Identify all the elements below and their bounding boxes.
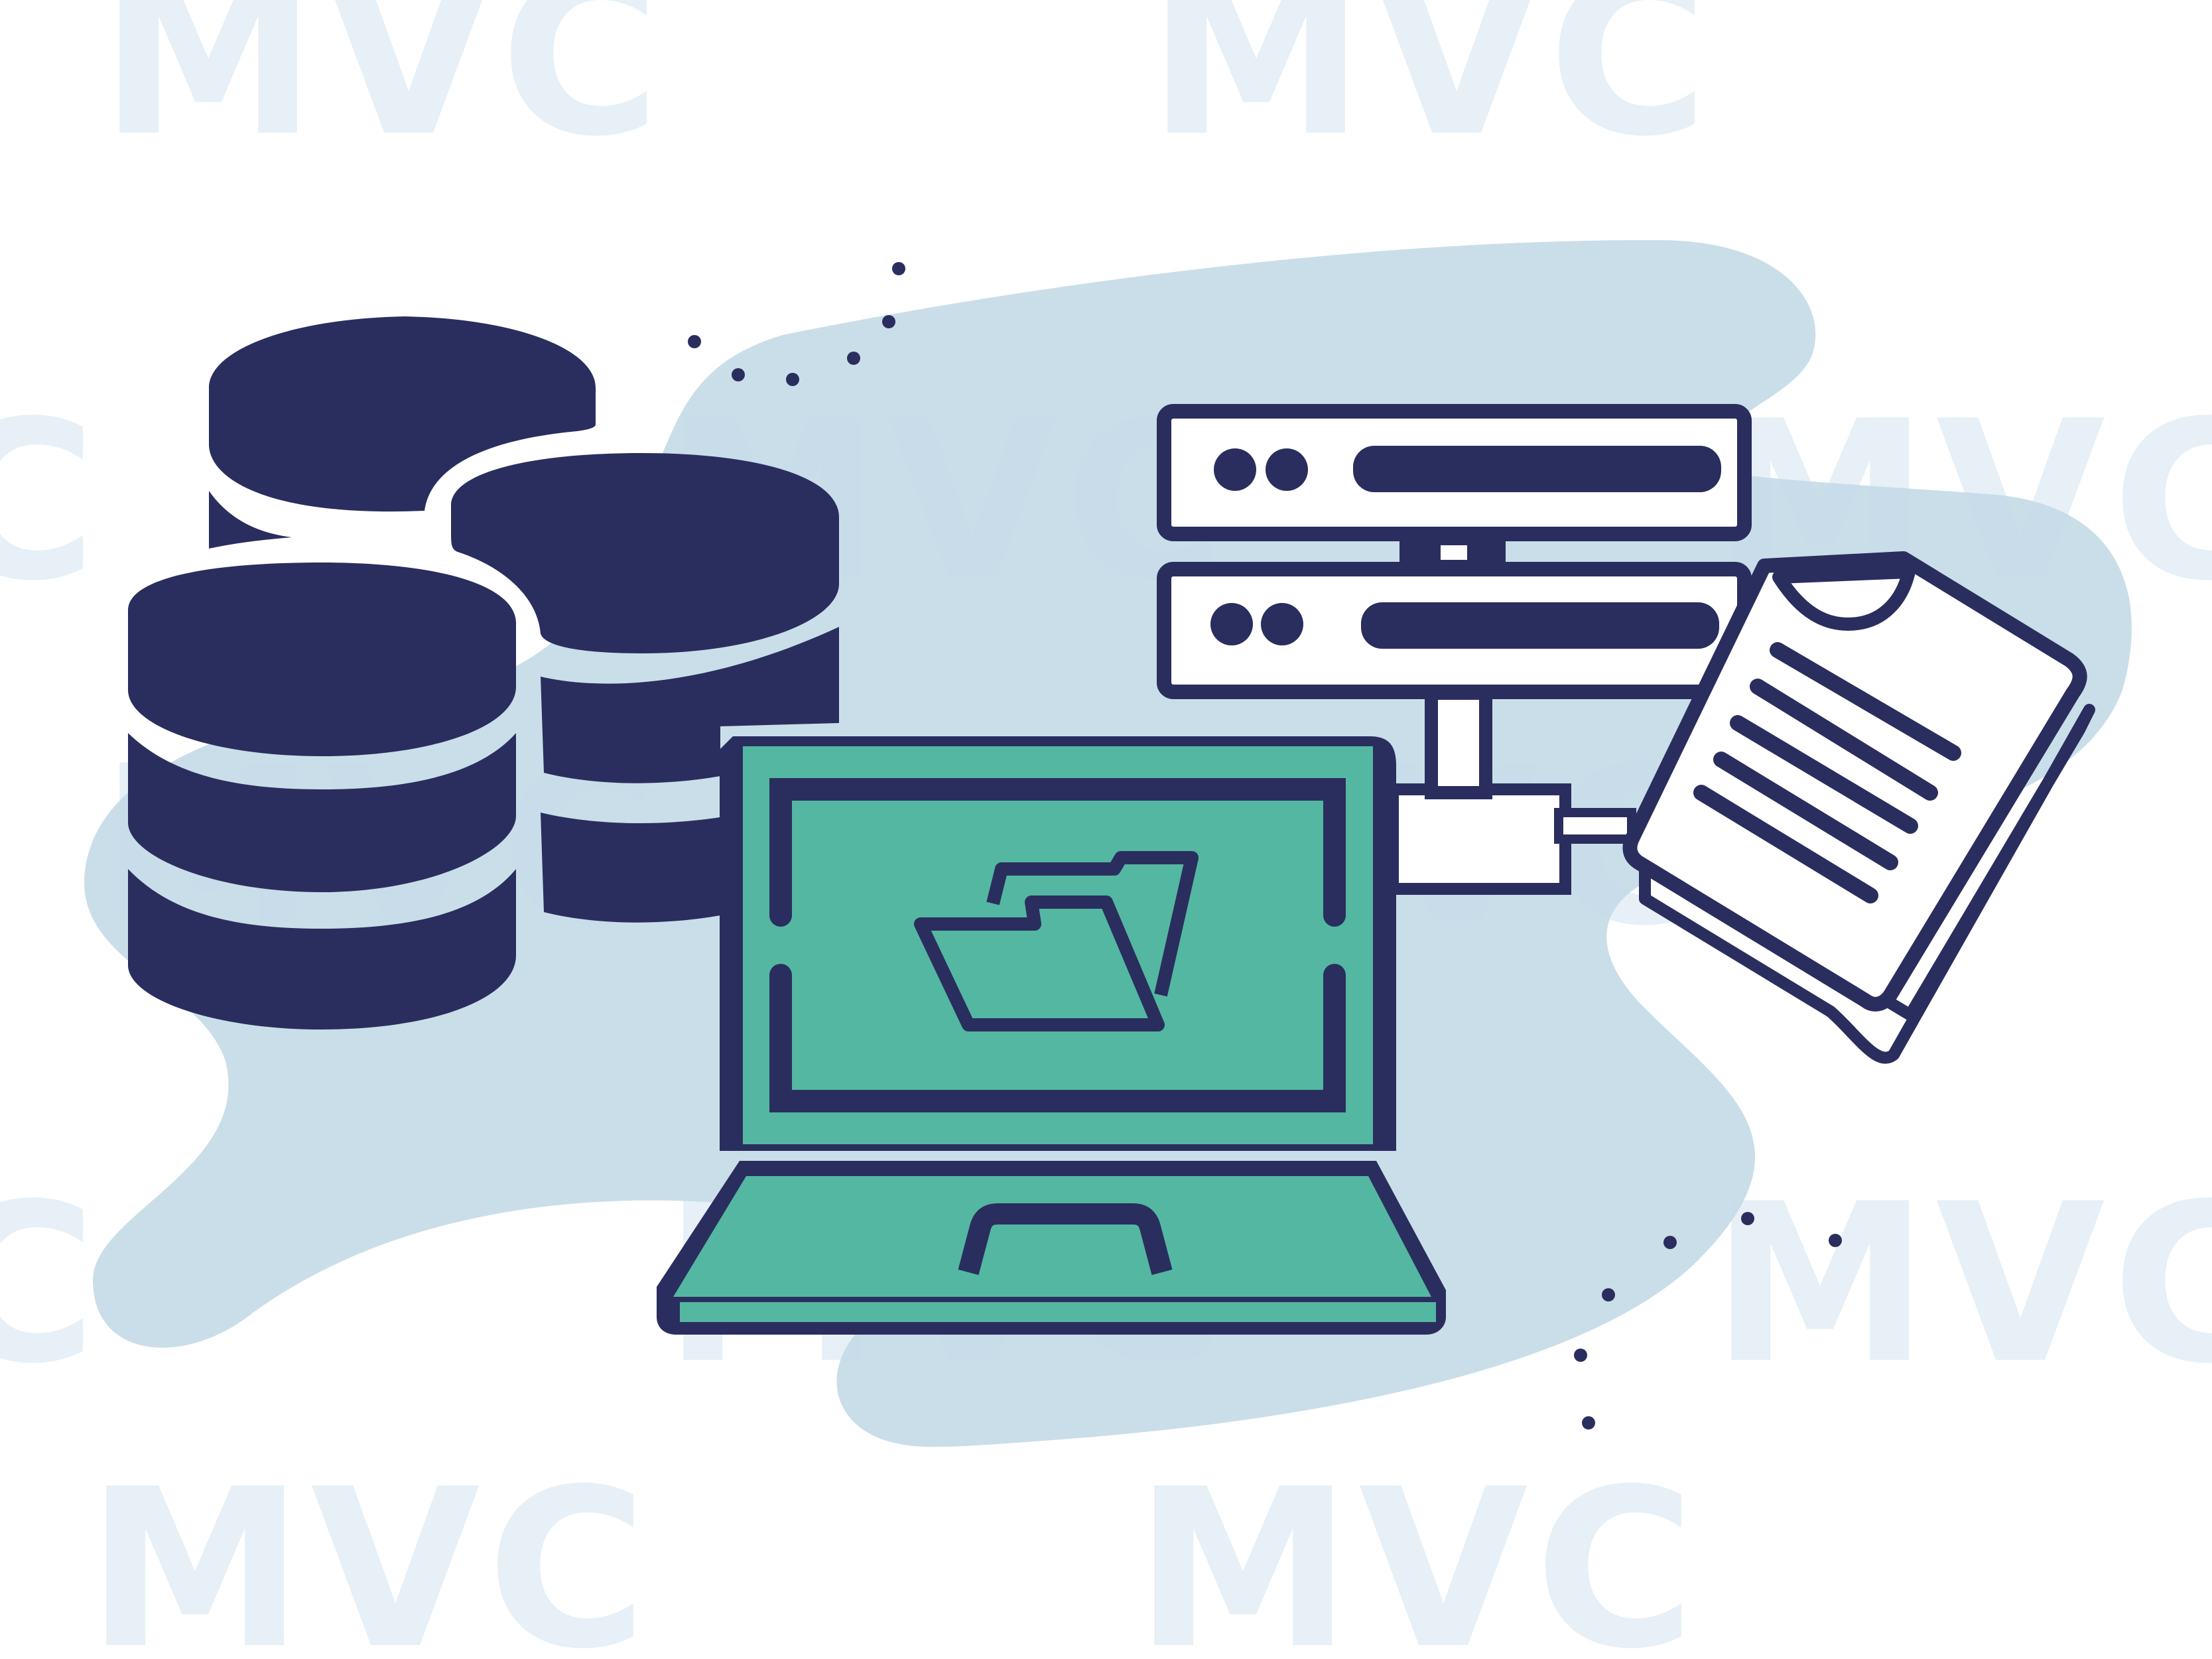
watermark-text: MVC bbox=[0, 1157, 103, 1412]
watermark-text: MVC bbox=[1134, 1442, 1702, 1659]
decorative-dots bbox=[688, 262, 1842, 1429]
laptop-screen-bezel bbox=[743, 746, 1373, 1144]
server-rack-icon bbox=[1157, 404, 1752, 799]
screen-frame-corners bbox=[769, 778, 1346, 1112]
watermark-text: MVC bbox=[0, 374, 103, 629]
server-drive-slot bbox=[1353, 446, 1721, 492]
document-back-page bbox=[1639, 704, 2095, 1064]
database-front bbox=[128, 563, 516, 1029]
document-text-lines bbox=[1693, 642, 1961, 903]
watermark-text: MVC bbox=[99, 0, 667, 184]
watermark-text: MVC bbox=[86, 1442, 654, 1659]
laptop-trackpad bbox=[958, 1203, 1173, 1276]
laptop-icon bbox=[657, 736, 1446, 1335]
server-cable bbox=[1425, 687, 1492, 799]
document-fold bbox=[1772, 565, 1916, 631]
server-led bbox=[1261, 603, 1303, 645]
folder-icon bbox=[914, 851, 1199, 1031]
server-led bbox=[1210, 603, 1253, 645]
database-back bbox=[209, 316, 596, 549]
server-led bbox=[1214, 448, 1256, 491]
watermark-text: MVC bbox=[1711, 1157, 2212, 1412]
database-right bbox=[451, 453, 839, 923]
server-led bbox=[1266, 448, 1308, 491]
document-page bbox=[1622, 551, 2087, 1012]
watermark-text: MVC bbox=[1147, 0, 1715, 184]
server-drive-slot bbox=[1361, 602, 1719, 649]
document-icon bbox=[1622, 551, 2095, 1064]
database-stack-icon bbox=[128, 316, 839, 1029]
